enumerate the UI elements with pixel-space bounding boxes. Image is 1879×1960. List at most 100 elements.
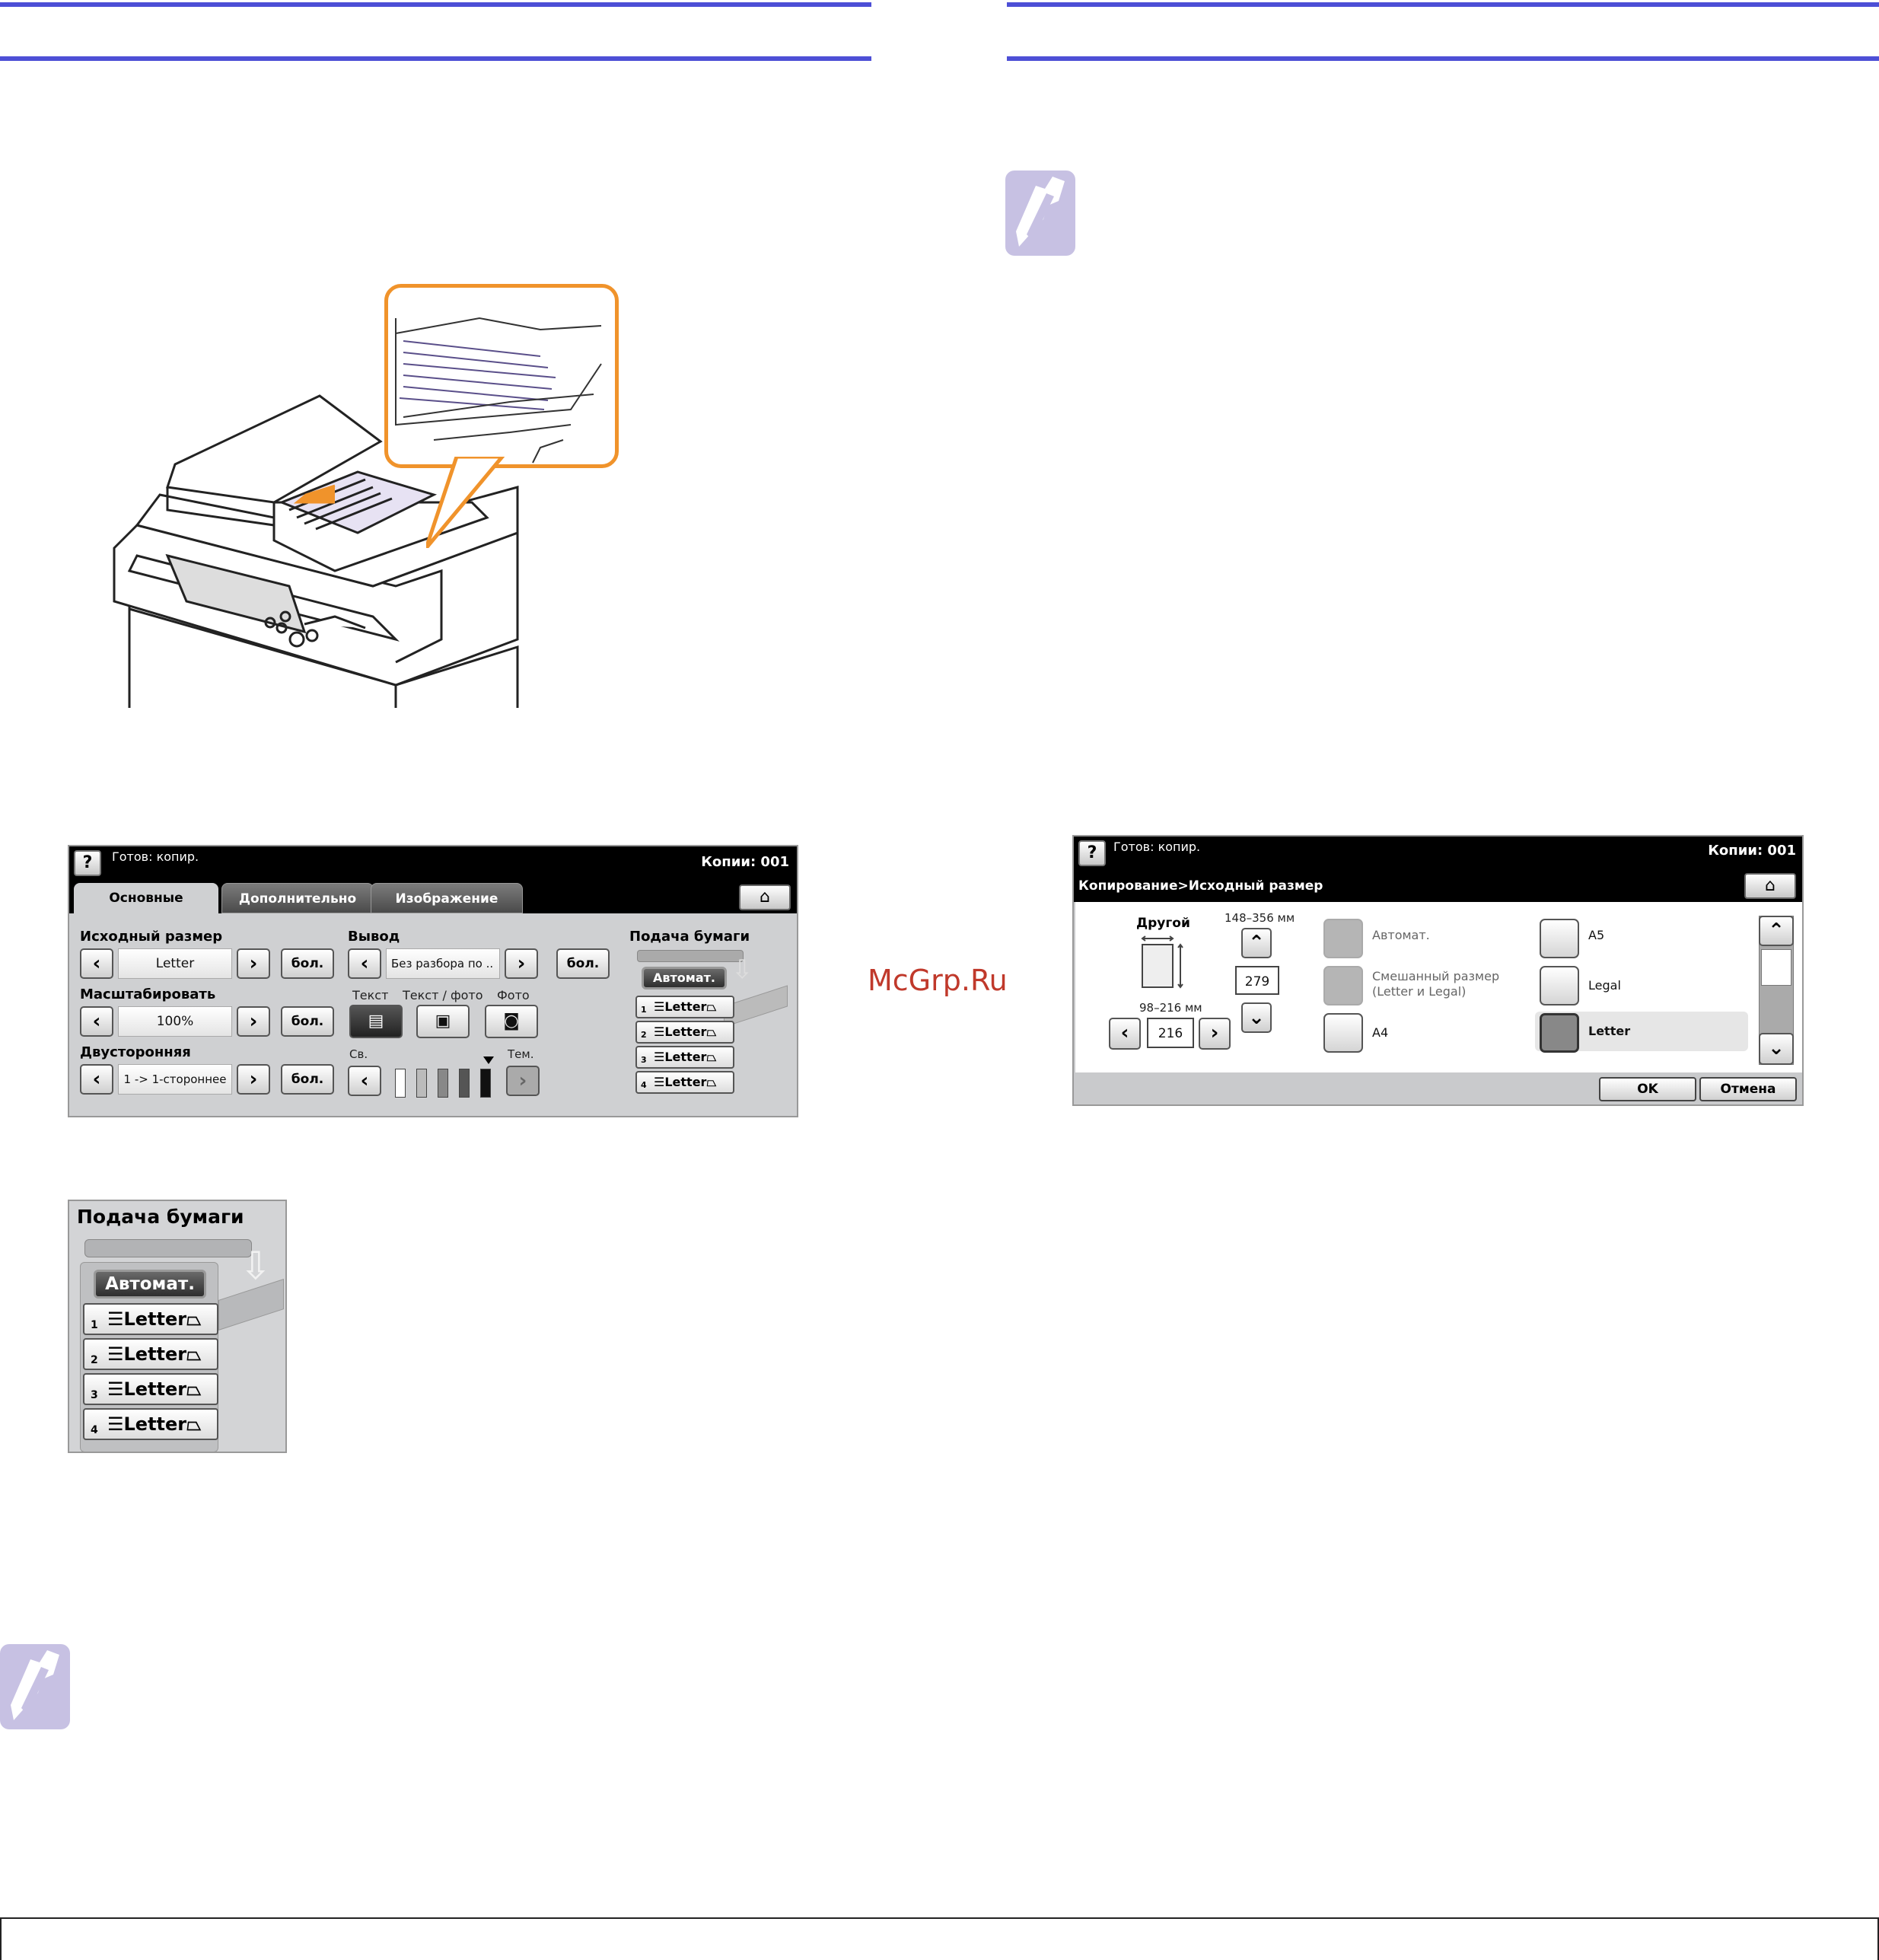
original-size-value: Letter bbox=[118, 948, 232, 979]
duplex-next[interactable]: › bbox=[237, 1064, 270, 1095]
size-legal-button[interactable] bbox=[1540, 966, 1579, 1005]
scroll-thumb[interactable] bbox=[1761, 949, 1791, 986]
paper-arrow-icon: ⇩ bbox=[731, 955, 753, 985]
duplex-label: Двусторонняя bbox=[80, 1044, 191, 1060]
original-size-panel: ? Готов: копир. Копии: 001 Копирование>И… bbox=[1072, 835, 1804, 1106]
home-button[interactable]: ⌂ bbox=[739, 884, 791, 910]
tray-4-button[interactable]: 4 ☰Letter⏢ bbox=[635, 1071, 734, 1094]
home-button[interactable]: ⌂ bbox=[1744, 873, 1796, 899]
copy-basic-panel: ? Готов: копир. Копии: 001 Основные Допо… bbox=[68, 845, 798, 1117]
size-a5-label: A5 bbox=[1588, 928, 1605, 942]
scroll-down-button[interactable]: ⌄ bbox=[1759, 1033, 1794, 1065]
tray-3-button[interactable]: 3☰Letter⏢ bbox=[83, 1373, 218, 1405]
size-auto-button[interactable] bbox=[1323, 919, 1363, 958]
paper-orientation-icon: ⏢ bbox=[186, 1343, 202, 1365]
tray-size: Letter bbox=[664, 1050, 707, 1064]
top-rule-right-2 bbox=[1007, 56, 1879, 61]
textphoto-doc-icon: ▣ bbox=[435, 1012, 451, 1031]
top-rule-right-1 bbox=[1007, 2, 1879, 7]
mode-textphoto-button[interactable]: ▣ bbox=[416, 1005, 470, 1038]
paper-orientation-icon: ⏢ bbox=[186, 1413, 202, 1435]
size-mixed-line1: Смешанный размер bbox=[1372, 969, 1500, 983]
scale-prev[interactable]: ‹ bbox=[80, 1006, 113, 1037]
original-size-prev[interactable]: ‹ bbox=[80, 948, 113, 979]
ok-button[interactable]: OK bbox=[1599, 1077, 1696, 1101]
paper-supply-panel: Подача бумаги ⇩ Автомат. 1☰Letter⏢ 2☰Let… bbox=[68, 1200, 287, 1453]
scale-next[interactable]: › bbox=[237, 1006, 270, 1037]
scale-more-button[interactable]: бол. bbox=[281, 1006, 334, 1037]
help-button[interactable]: ? bbox=[1078, 840, 1106, 866]
mode-text-button[interactable]: ▤ bbox=[349, 1005, 403, 1038]
tray-paper-icon: ☰ bbox=[654, 1025, 665, 1039]
paper-auto-button[interactable]: Автомат. bbox=[94, 1270, 206, 1299]
mode-photo-label: Фото bbox=[497, 988, 530, 1002]
printer-illustration bbox=[107, 282, 639, 708]
paper-auto-button[interactable]: Автомат. bbox=[642, 967, 727, 990]
height-value[interactable]: 279 bbox=[1235, 966, 1279, 995]
chevron-down-icon: ⌄ bbox=[1768, 1037, 1785, 1060]
tray-number: 1 bbox=[91, 1319, 98, 1331]
copies-count: Копии: 001 bbox=[1708, 843, 1796, 859]
tray-4-button[interactable]: 4☰Letter⏢ bbox=[83, 1408, 218, 1440]
scale-label: Масштабировать bbox=[80, 986, 216, 1002]
size-a4-button[interactable] bbox=[1323, 1013, 1363, 1053]
height-decrease-button[interactable]: ⌄ bbox=[1241, 1002, 1272, 1033]
tray-2-button[interactable]: 2☰Letter⏢ bbox=[635, 1021, 734, 1044]
height-increase-button[interactable]: ⌃ bbox=[1241, 928, 1272, 958]
tray-1-button[interactable]: 1☰Letter⏢ bbox=[635, 996, 734, 1018]
output-more-button[interactable]: бол. bbox=[556, 948, 610, 979]
output-prev[interactable]: ‹ bbox=[348, 948, 381, 979]
tray-size: Letter bbox=[664, 1025, 707, 1039]
tray-size: Letter bbox=[123, 1378, 187, 1400]
footer-frame bbox=[0, 1917, 1879, 1960]
scroll-up-button[interactable]: ⌃ bbox=[1759, 916, 1794, 946]
help-button[interactable]: ? bbox=[74, 850, 101, 876]
tray-3-button[interactable]: 3☰Letter⏢ bbox=[635, 1046, 734, 1069]
size-mixed-button[interactable] bbox=[1323, 966, 1363, 1005]
size-legal-label: Legal bbox=[1588, 978, 1621, 993]
darkness-lighter-button[interactable]: ‹ bbox=[348, 1066, 381, 1096]
tray-paper-icon: ☰ bbox=[107, 1413, 124, 1435]
width-increase-button[interactable]: › bbox=[1199, 1018, 1231, 1050]
darkness-dark-label: Тем. bbox=[508, 1047, 534, 1061]
paper-supply-title: Подача бумаги bbox=[77, 1206, 244, 1228]
tray-paper-icon: ☰ bbox=[107, 1343, 124, 1365]
tray-size: Letter bbox=[664, 1075, 707, 1089]
size-letter-button[interactable] bbox=[1540, 1013, 1579, 1053]
status-text: Готов: копир. bbox=[112, 849, 199, 864]
note-icon bbox=[0, 1644, 70, 1729]
tray-2-button[interactable]: 2☰Letter⏢ bbox=[83, 1338, 218, 1370]
tray-size: Letter bbox=[123, 1413, 187, 1435]
output-value: Без разбора по .. bbox=[386, 948, 500, 979]
mode-photo-button[interactable]: ◙ bbox=[485, 1005, 538, 1038]
duplex-more-button[interactable]: бол. bbox=[281, 1064, 334, 1095]
tray-paper-icon: ☰ bbox=[654, 1075, 665, 1089]
original-size-more-button[interactable]: бол. bbox=[281, 948, 334, 979]
cancel-button[interactable]: Отмена bbox=[1699, 1077, 1797, 1101]
tab-basic[interactable]: Основные bbox=[74, 883, 218, 913]
status-bar bbox=[69, 846, 797, 880]
darkness-light-label: Св. bbox=[349, 1047, 368, 1061]
tray-number: 3 bbox=[91, 1389, 98, 1401]
darkness-scale bbox=[395, 1069, 502, 1099]
width-value[interactable]: 216 bbox=[1147, 1018, 1194, 1048]
tray-1-button[interactable]: 1☰Letter⏢ bbox=[83, 1303, 218, 1335]
tab-image[interactable]: Изображение bbox=[371, 883, 523, 913]
paper-orientation-icon: ⏢ bbox=[706, 1050, 717, 1064]
original-size-next[interactable]: › bbox=[237, 948, 270, 979]
tray-number: 2 bbox=[91, 1354, 98, 1366]
height-range-label: 148–356 мм bbox=[1225, 911, 1295, 925]
width-decrease-button[interactable]: ‹ bbox=[1109, 1018, 1141, 1050]
width-range-label: 98–216 мм bbox=[1139, 1001, 1202, 1015]
tray-paper-icon: ☰ bbox=[107, 1308, 124, 1330]
tray-size: Letter bbox=[123, 1308, 187, 1330]
tray-number: 4 bbox=[641, 1080, 647, 1090]
duplex-value: 1 -> 1-стороннее bbox=[118, 1064, 232, 1095]
tab-advanced[interactable]: Дополнительно bbox=[221, 883, 374, 913]
duplex-prev[interactable]: ‹ bbox=[80, 1064, 113, 1095]
tray-graphic bbox=[637, 950, 744, 962]
size-a5-button[interactable] bbox=[1540, 919, 1579, 958]
output-next[interactable]: › bbox=[505, 948, 538, 979]
paper-orientation-icon: ⏢ bbox=[706, 1075, 717, 1089]
darkness-darker-button[interactable]: › bbox=[506, 1066, 540, 1096]
